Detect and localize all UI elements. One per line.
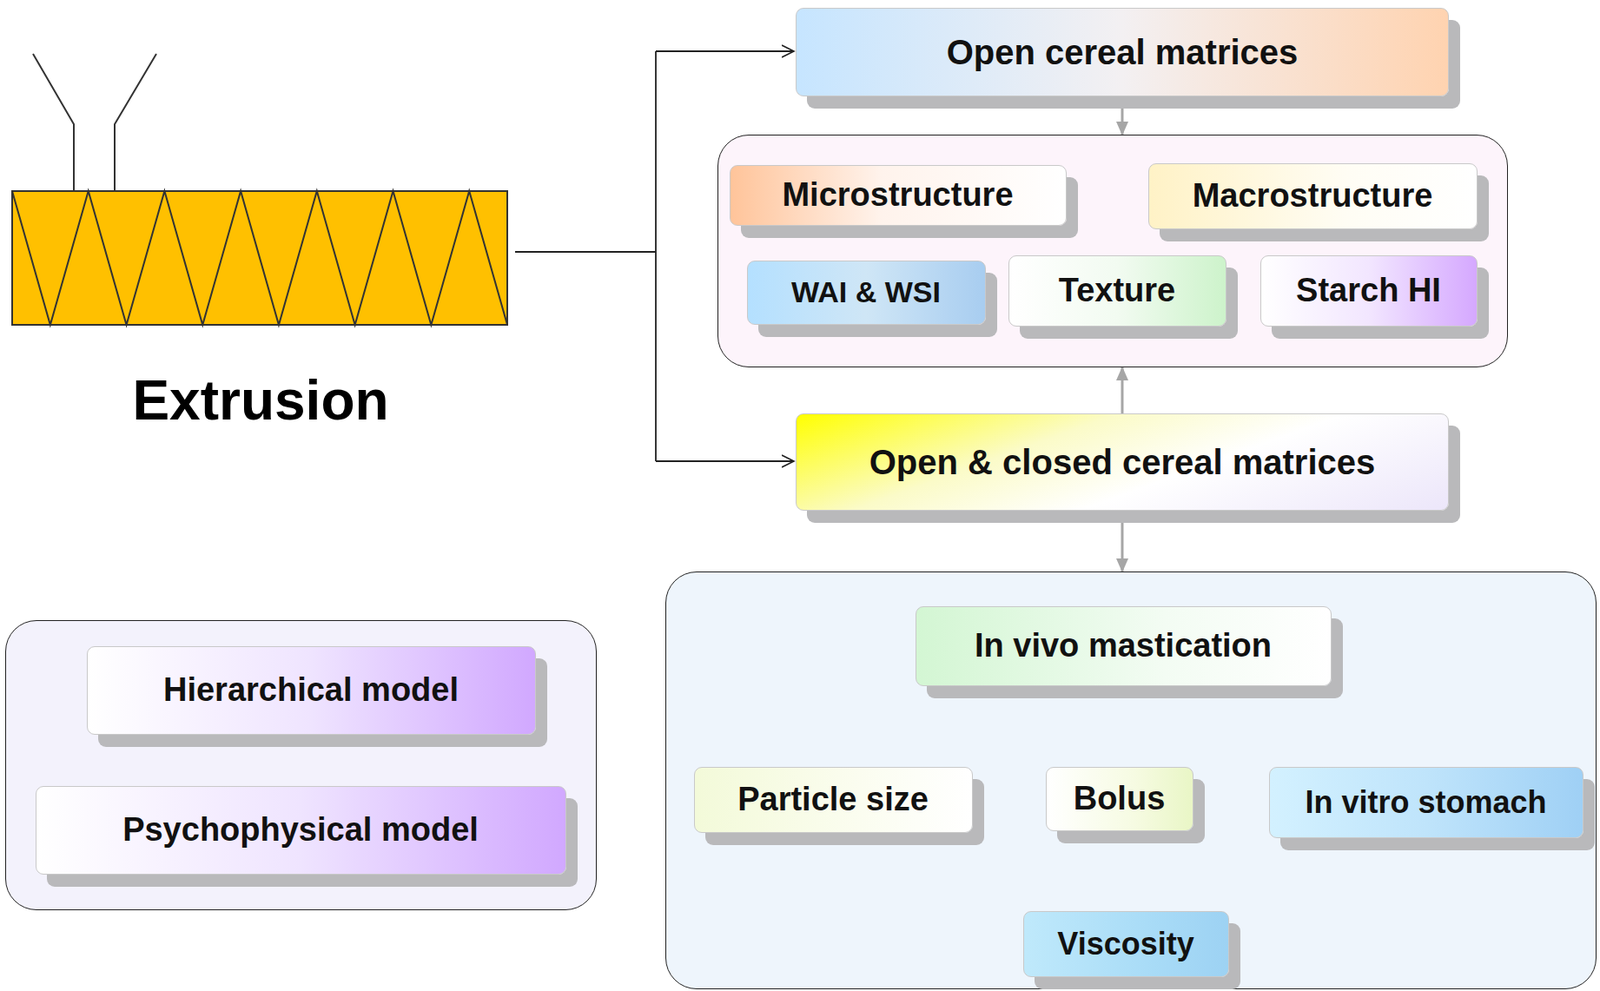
process-box: Texture — [1008, 255, 1227, 327]
box-label: Psychophysical model — [122, 812, 479, 849]
flow-arrow — [1121, 367, 1124, 414]
process-box: Viscosity — [1023, 911, 1230, 978]
process-box: In vivo mastication — [915, 606, 1332, 687]
screw-flight — [12, 191, 508, 325]
box-label: Open & closed cereal matrices — [869, 442, 1376, 482]
extruder-hopper — [33, 53, 157, 192]
flow-arrow — [1121, 510, 1124, 572]
extruder-barrel — [12, 191, 508, 325]
box-label: Microstructure — [781, 177, 1013, 214]
box-label: Viscosity — [1057, 926, 1194, 962]
feed-line — [515, 51, 656, 462]
box-label: Bolus — [1073, 780, 1166, 818]
extruder-screw — [12, 191, 508, 325]
process-box: Bolus — [1045, 766, 1194, 832]
box-label: Open cereal matrices — [946, 33, 1299, 72]
group-panel: In vivo masticationParticle size Bolus In … — [665, 571, 1597, 990]
group-panel: Hierarchical modelPsychophysical model — [5, 620, 597, 911]
process-title: Extrusion — [69, 368, 452, 433]
feed-arrow — [655, 460, 794, 463]
feed-arrow — [655, 50, 794, 53]
box-label: Macrostructure — [1192, 178, 1434, 215]
group-panel: Microstructure MacrostructureWAI & WSI Tex… — [717, 134, 1508, 368]
process-box: Starch HI — [1260, 255, 1478, 327]
box-label: Hierarchical model — [163, 672, 459, 709]
process-box: Open cereal matrices — [795, 7, 1449, 97]
process-box: Hierarchical model — [86, 646, 536, 735]
process-box: Open & closed cereal matrices — [795, 413, 1449, 511]
box-label: Starch HI — [1295, 272, 1442, 310]
process-box: Microstructure — [729, 165, 1067, 226]
process-box: WAI & WSI — [747, 260, 986, 325]
box-label: In vitro stomach — [1304, 785, 1547, 820]
box-label: WAI & WSI — [791, 276, 941, 309]
box-label: In vivo mastication — [974, 628, 1272, 665]
box-label: Particle size — [737, 781, 929, 819]
process-box: Psychophysical model — [35, 786, 567, 875]
flow-arrow — [1121, 96, 1124, 135]
process-box: Particle size — [694, 766, 973, 834]
process-box: In vitro stomach — [1269, 766, 1584, 839]
box-label: Texture — [1058, 272, 1176, 310]
process-box: Macrostructure — [1148, 163, 1478, 230]
